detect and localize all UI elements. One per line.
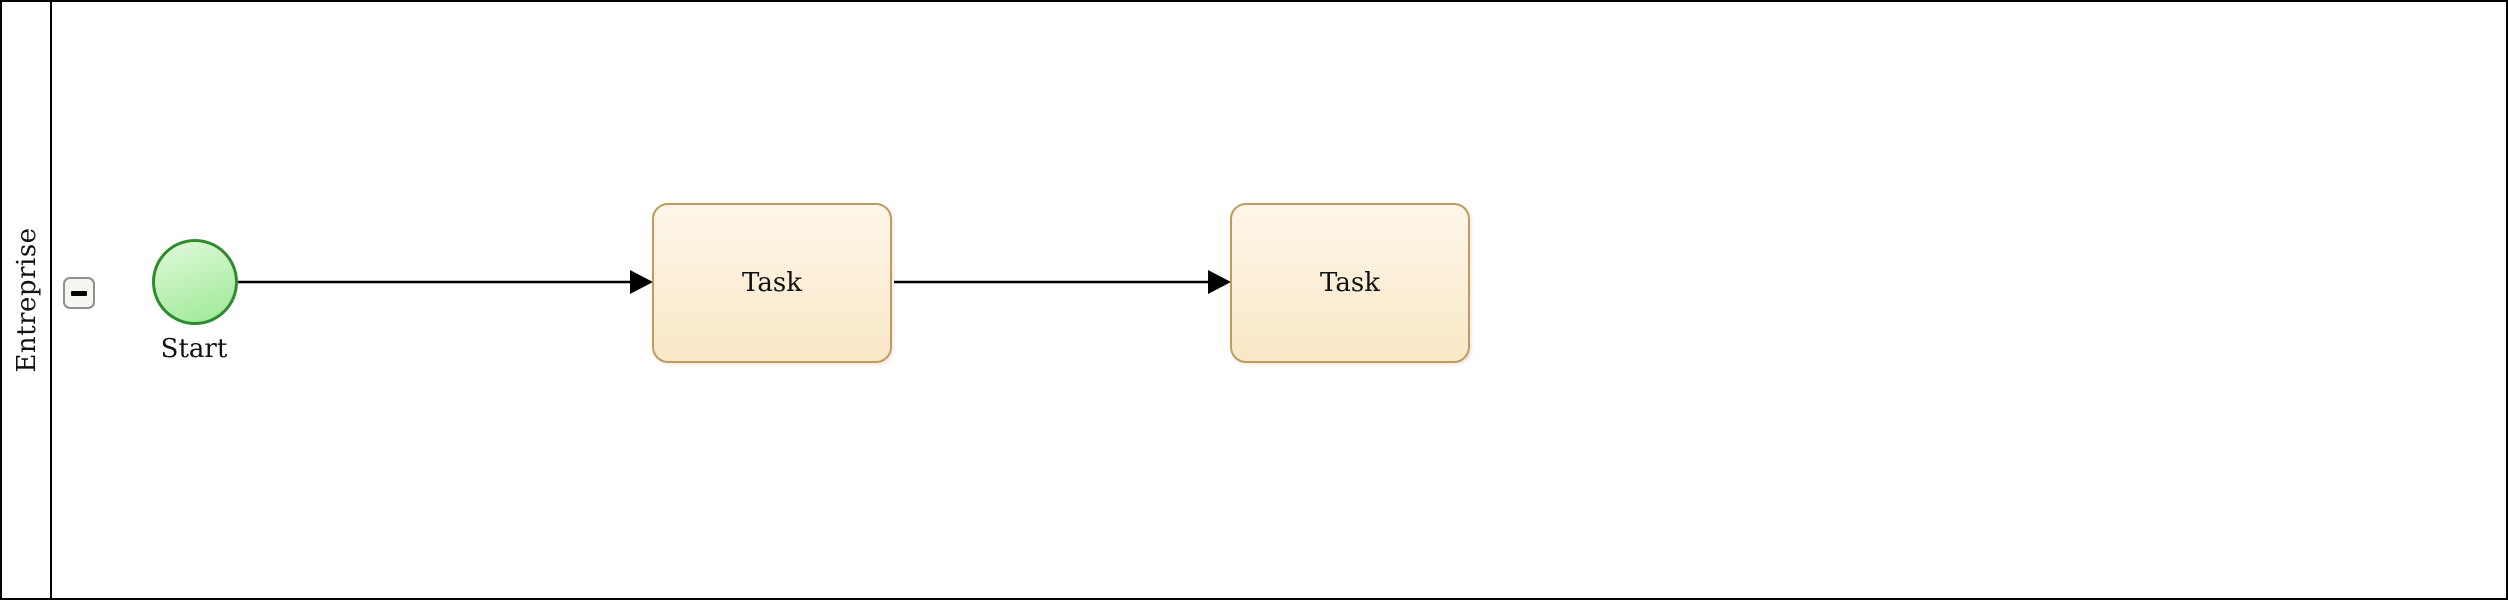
pool-collapse-button[interactable] xyxy=(63,277,95,309)
task-2-label: Task xyxy=(1320,268,1380,298)
task-node-2[interactable]: Task xyxy=(1230,203,1470,363)
pool-label-band: Entreprise xyxy=(2,2,52,598)
pool-label: Entreprise xyxy=(12,227,42,373)
minus-icon xyxy=(71,290,87,296)
start-event[interactable] xyxy=(152,239,238,325)
sequence-flow-start-to-task1[interactable] xyxy=(238,270,653,294)
start-event-label: Start xyxy=(160,334,228,364)
sequence-flow-task1-to-task2[interactable] xyxy=(894,270,1231,294)
task-node-1[interactable]: Task xyxy=(652,203,892,363)
task-1-label: Task xyxy=(742,268,802,298)
